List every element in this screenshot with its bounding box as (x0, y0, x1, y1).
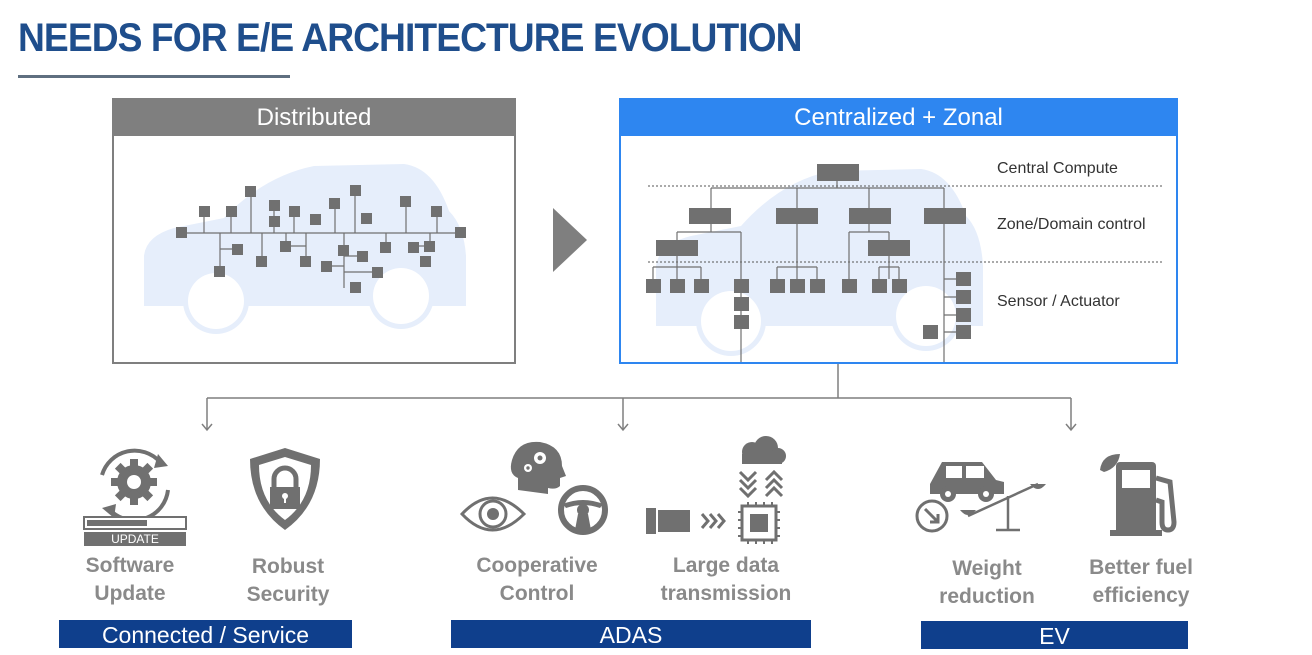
chip-icon (738, 502, 780, 544)
centralized-header: Centralized + Zonal (621, 100, 1176, 136)
layer-sensor-actuator: Sensor / Actuator (997, 293, 1120, 310)
layer-central-compute: Central Compute (997, 160, 1118, 177)
steering-wheel-icon (558, 485, 608, 535)
layer-zone-domain: Zone/Domain control (997, 216, 1146, 233)
eye-icon (460, 496, 527, 532)
head-gear-icon (510, 441, 566, 494)
category-connected-service: Connected / Service (59, 620, 352, 648)
update-badge: UPDATE (111, 532, 159, 546)
weight-reduction-icon (915, 462, 1046, 533)
balance-scale-icon (967, 482, 1039, 532)
down-arrow-circle-icon (915, 499, 949, 533)
category-adas: ADAS (451, 620, 811, 648)
car-icon (930, 462, 1004, 502)
cooperative-control-icon (460, 441, 608, 535)
transition-arrow-icon (553, 208, 587, 272)
page-title: NEEDS FOR E/E ARCHITECTURE EVOLUTION (18, 16, 803, 60)
camera-icon (646, 508, 690, 534)
chevrons-icon (700, 513, 726, 529)
large-data-icon (646, 436, 786, 544)
centralized-diagram (646, 164, 1164, 362)
cloud-icon (742, 436, 786, 464)
leaf-icon (1100, 454, 1120, 472)
centralized-panel: Centralized + Zonal (619, 98, 1178, 364)
software-update-icon (83, 448, 187, 546)
distributed-diagram (144, 164, 466, 334)
title-underline (18, 75, 290, 78)
fuel-pump-leaf-icon (1100, 454, 1177, 536)
up-down-arrows-icon (738, 469, 784, 499)
distributed-header: Distributed (114, 100, 514, 136)
category-ev: EV (921, 621, 1188, 649)
distributed-panel: Distributed (112, 98, 516, 364)
shield-lock-icon (250, 448, 320, 530)
category-connectors (201, 364, 1077, 432)
